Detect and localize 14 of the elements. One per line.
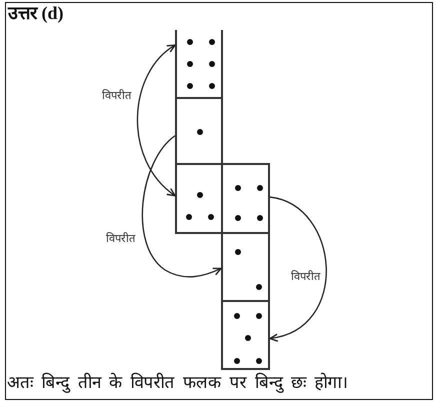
- edge-label: विपरीत: [291, 270, 320, 283]
- die-face: [221, 300, 270, 370]
- heading: उत्तर (d): [8, 3, 64, 23]
- die-face: [175, 163, 223, 234]
- edge-label: विपरीत: [102, 89, 131, 102]
- die-face: [175, 97, 223, 165]
- caption: अतः बिन्दु तीन के विपरीत फलक पर बिन्दु छः होगा।: [7, 372, 348, 394]
- die-face: [221, 163, 270, 234]
- die-face: [221, 232, 270, 302]
- curved-arrow: [269, 196, 327, 341]
- edge-label: विपरीत: [106, 232, 135, 245]
- curved-arrow: [136, 44, 176, 196]
- die-face: [175, 30, 223, 99]
- curved-arrow: [142, 135, 222, 278]
